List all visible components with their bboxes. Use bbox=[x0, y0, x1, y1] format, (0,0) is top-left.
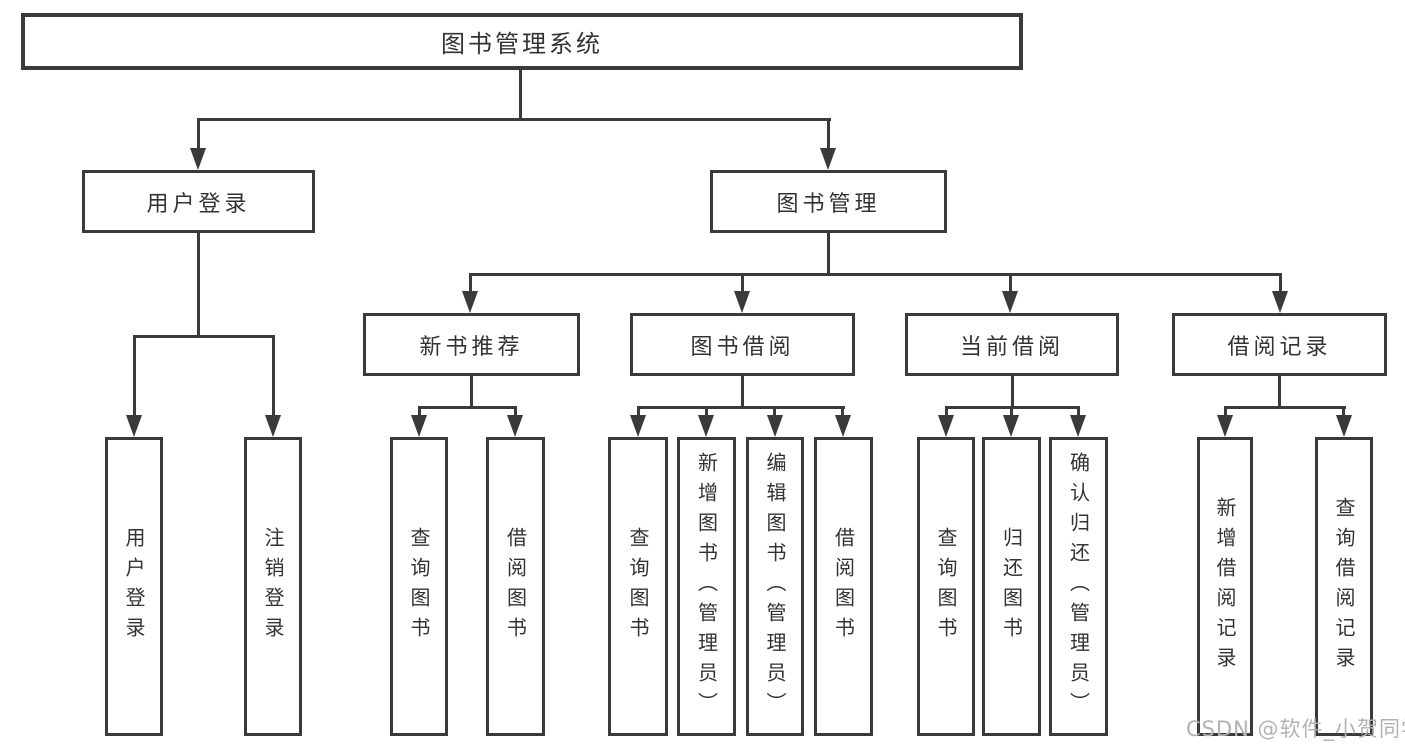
arrow-down-icon bbox=[835, 415, 851, 437]
node-new-book-recommend: 新书推荐 bbox=[363, 313, 580, 376]
connector bbox=[705, 406, 708, 417]
connector bbox=[1279, 273, 1282, 293]
connector bbox=[519, 70, 522, 118]
connector bbox=[773, 406, 776, 417]
connector bbox=[418, 406, 517, 409]
leaf-add-book-admin: 新增图书（管理员） bbox=[677, 437, 736, 736]
arrow-down-icon bbox=[1003, 415, 1019, 437]
connector bbox=[133, 335, 136, 417]
arrow-down-icon bbox=[1272, 291, 1288, 313]
connector bbox=[1010, 406, 1013, 417]
arrow-down-icon bbox=[698, 415, 714, 437]
node-current-borrow: 当前借阅 bbox=[905, 313, 1119, 376]
leaf-confirm-return-admin: 确认归还（管理员） bbox=[1049, 437, 1108, 736]
connector bbox=[470, 376, 473, 406]
leaf-query-books-recommend: 查询图书 bbox=[390, 437, 448, 736]
arrow-down-icon bbox=[1002, 291, 1018, 313]
connector bbox=[1011, 376, 1014, 406]
connector bbox=[469, 273, 1282, 276]
leaf-query-books-current: 查询图书 bbox=[917, 437, 975, 736]
node-book-management: 图书管理 bbox=[710, 170, 947, 233]
connector bbox=[827, 118, 830, 150]
leaf-return-book: 归还图书 bbox=[982, 437, 1041, 736]
connector bbox=[841, 406, 844, 417]
connector bbox=[133, 335, 275, 338]
arrow-down-icon bbox=[190, 148, 206, 170]
connector bbox=[827, 233, 830, 273]
arrow-down-icon bbox=[462, 291, 478, 313]
connector bbox=[741, 376, 744, 406]
connector bbox=[197, 118, 831, 121]
arrow-down-icon bbox=[1217, 415, 1233, 437]
connector bbox=[1278, 376, 1281, 406]
leaf-edit-book-admin: 编辑图书（管理员） bbox=[746, 437, 804, 736]
connector bbox=[197, 233, 200, 335]
connector bbox=[272, 335, 275, 417]
arrow-down-icon bbox=[767, 415, 783, 437]
connector bbox=[469, 273, 472, 293]
arrow-down-icon bbox=[265, 415, 281, 437]
leaf-borrow-books-recommend: 借阅图书 bbox=[486, 437, 545, 736]
node-borrow-records: 借阅记录 bbox=[1172, 313, 1387, 376]
connector bbox=[637, 406, 640, 417]
connector bbox=[945, 406, 948, 417]
leaf-add-borrow-record: 新增借阅记录 bbox=[1197, 437, 1253, 736]
connector bbox=[418, 406, 421, 417]
arrow-down-icon bbox=[411, 415, 427, 437]
connector bbox=[637, 406, 845, 409]
arrow-down-icon bbox=[734, 291, 750, 313]
leaf-user-login: 用户登录 bbox=[105, 437, 163, 736]
arrow-down-icon bbox=[630, 415, 646, 437]
connector bbox=[1342, 406, 1345, 417]
arrow-down-icon bbox=[126, 415, 142, 437]
arrow-down-icon bbox=[938, 415, 954, 437]
node-user-login: 用户登录 bbox=[82, 170, 315, 233]
arrow-down-icon bbox=[820, 148, 836, 170]
connector bbox=[741, 273, 744, 293]
arrow-down-icon bbox=[507, 415, 523, 437]
arrow-down-icon bbox=[1070, 415, 1086, 437]
leaf-borrow-books: 借阅图书 bbox=[814, 437, 873, 736]
connector bbox=[1009, 273, 1012, 293]
connector bbox=[514, 406, 517, 417]
connector bbox=[1077, 406, 1080, 417]
leaf-query-books-borrow: 查询图书 bbox=[608, 437, 668, 736]
arrow-down-icon bbox=[1336, 415, 1352, 437]
connector bbox=[1224, 406, 1346, 409]
connector bbox=[197, 118, 200, 150]
node-system-root: 图书管理系统 bbox=[21, 13, 1023, 70]
csdn-watermark: CSDN @软件_小贺同学 bbox=[1186, 717, 1405, 741]
node-book-borrow: 图书借阅 bbox=[630, 313, 855, 376]
leaf-query-borrow-record: 查询借阅记录 bbox=[1315, 437, 1373, 736]
leaf-logout: 注销登录 bbox=[244, 437, 302, 736]
connector bbox=[1224, 406, 1227, 417]
